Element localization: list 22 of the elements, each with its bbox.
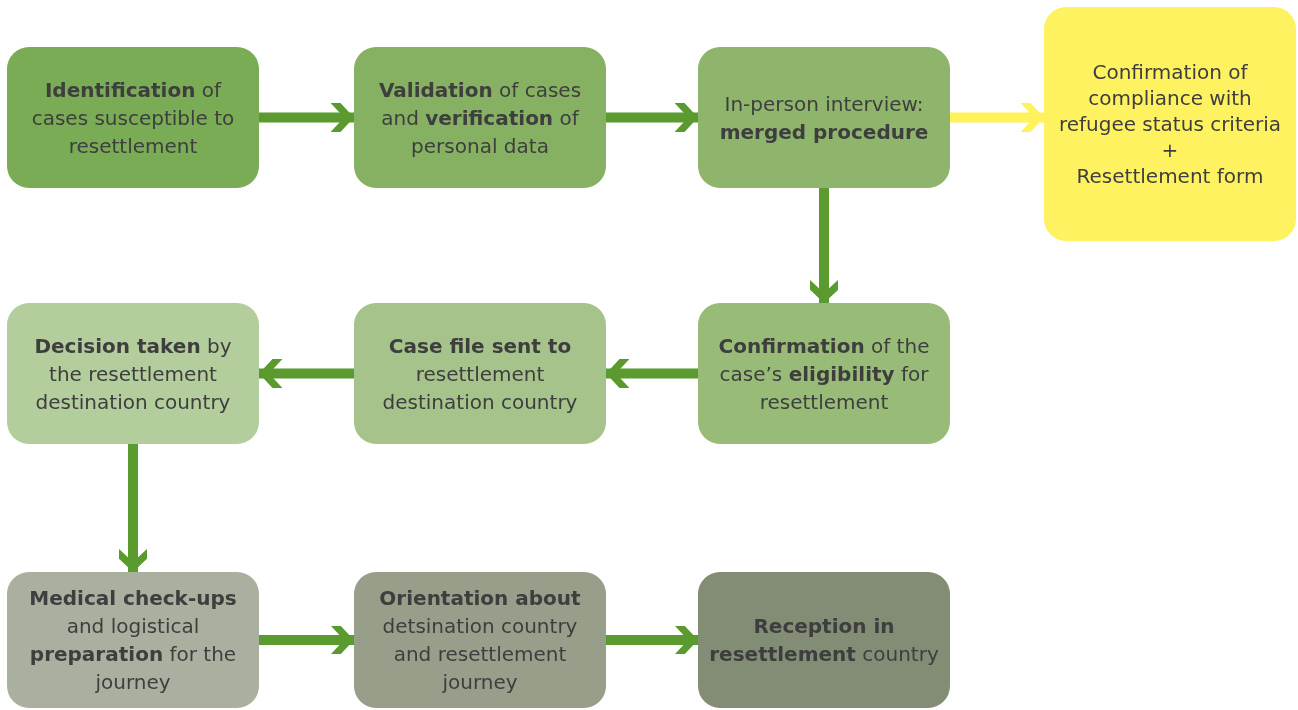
box-text: Case file sent to resettlement destination country (381, 332, 579, 416)
process-box (7, 303, 259, 444)
process-box (354, 303, 606, 444)
process-box (354, 47, 606, 188)
box-text: + (1161, 137, 1179, 163)
box-text: In-person interview: merged procedure (718, 90, 930, 146)
box-text: Resettlement form (1076, 163, 1264, 189)
box-text: Medical check-ups and logistical preparation for the journey (28, 585, 238, 696)
box-text: Identification of cases susceptible to resettlement (30, 76, 236, 160)
box-text: Orientation about detsination country and resettlement journey (378, 585, 582, 696)
process-box (698, 572, 950, 708)
box-text: Confirmation of compliance with refugee status criteria (1057, 59, 1283, 137)
process-box (354, 572, 606, 708)
process-box (698, 47, 950, 188)
box-text: Confirmation of the case’s eligibility for resettlement (717, 332, 931, 416)
process-box (7, 47, 259, 188)
box-text: Decision taken by the resettlement destination country (33, 332, 233, 416)
process-box (1044, 7, 1296, 241)
process-box (7, 572, 259, 708)
box-text: Validation of cases and verification of personal data (377, 76, 583, 160)
process-box (698, 303, 950, 444)
box-text: Reception in resettlement country (708, 613, 940, 668)
